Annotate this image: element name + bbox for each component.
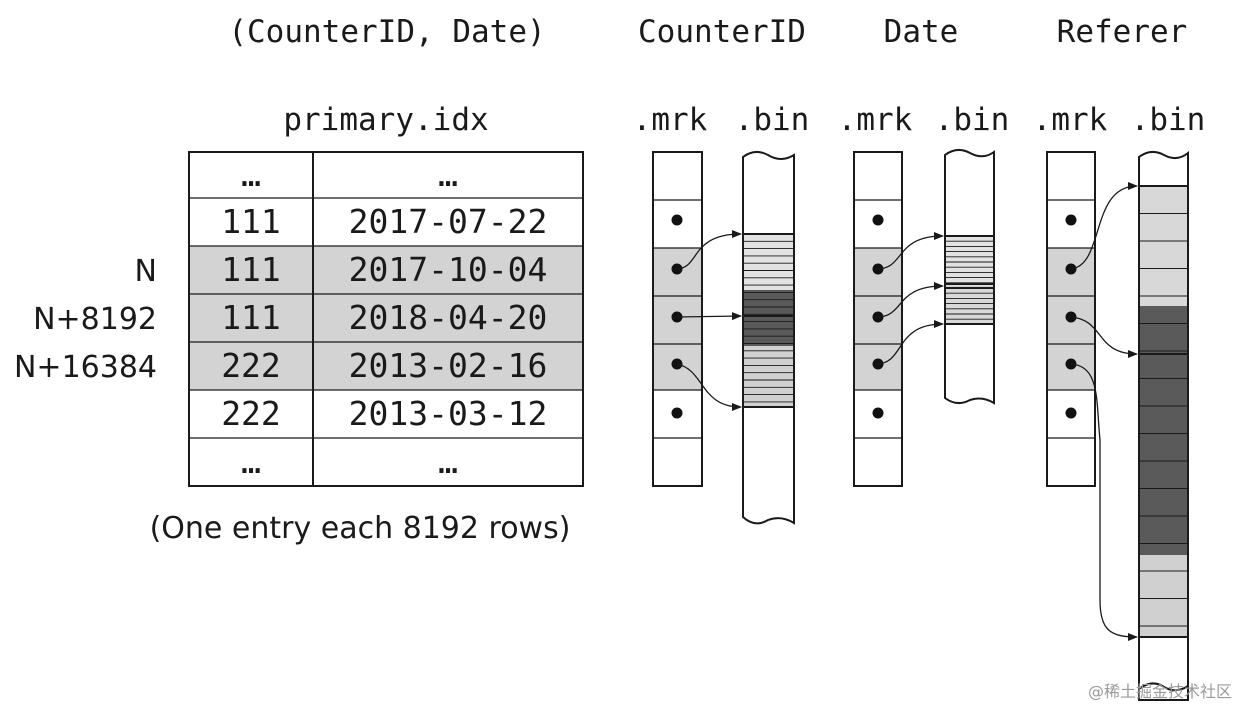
footnote: (One entry each 8192 rows) <box>150 511 571 546</box>
arrow-referer-n8192 <box>1070 316 1138 358</box>
table-row: …… <box>241 442 458 481</box>
arrow-counterid-n16384 <box>676 363 742 411</box>
mark-dot <box>671 407 683 419</box>
mark-arrows <box>676 182 1138 641</box>
table-cell-counterid: 111 <box>221 202 281 241</box>
referer-bin-file <box>1138 150 1189 701</box>
mark-dot <box>872 407 884 419</box>
table-cell-counterid: 111 <box>221 250 281 289</box>
arrow-referer-n16384 <box>1070 363 1138 641</box>
mark-dot <box>872 214 884 226</box>
table-cell-date: 2018-04-20 <box>349 298 548 337</box>
row-label: N+8192 <box>33 302 157 337</box>
row-label: N+16384 <box>14 350 157 385</box>
counterid-bin-file <box>742 151 795 525</box>
table-row: 111 2017-07-22 <box>221 202 547 241</box>
arrow-counterid-n8192 <box>676 312 742 321</box>
arrow-date-n16384 <box>877 320 944 365</box>
table-cell-date: … <box>438 442 458 481</box>
table-row: 111 2017-10-04 <box>189 246 583 294</box>
table-row: …… <box>241 155 458 194</box>
table-cell-counterid: … <box>241 442 261 481</box>
referer-mrk-file <box>1046 151 1096 487</box>
arrow-date-n8192 <box>877 282 944 318</box>
table-cell-counterid: 222 <box>221 346 281 385</box>
header-counterid-bin: .bin <box>735 102 810 138</box>
row-label: N <box>135 254 157 289</box>
header-date-mrk: .mrk <box>838 102 913 138</box>
header-key-columns: (CounterID, Date) <box>228 14 545 50</box>
mark-dot <box>1065 407 1077 419</box>
header-date-bin: .bin <box>935 102 1010 138</box>
header-referer-mrk: .mrk <box>1033 102 1108 138</box>
table-cell-date: 2017-07-22 <box>349 202 548 241</box>
arrow-counterid-n <box>676 230 742 270</box>
header-date: Date <box>884 14 959 50</box>
header-referer-bin: .bin <box>1131 102 1206 138</box>
counterid-mrk-file <box>652 151 703 487</box>
table-cell-counterid: 222 <box>221 394 281 433</box>
table-cell-date: 2013-02-16 <box>349 346 548 385</box>
table-cell-date: 2017-10-04 <box>349 250 548 289</box>
watermark: @稀土掘金技术社区 <box>1088 682 1232 701</box>
header-primary-idx: primary.idx <box>283 102 488 138</box>
date-mrk-file <box>853 151 903 487</box>
table-row: 222 2013-03-12 <box>221 394 547 433</box>
arrow-referer-n <box>1070 182 1138 270</box>
table-cell-date: 2013-03-12 <box>349 394 548 433</box>
arrow-date-n <box>877 232 944 270</box>
mark-dot <box>1065 214 1077 226</box>
table-row: 222 2013-02-16 <box>189 342 583 390</box>
header-counterid: CounterID <box>638 14 806 50</box>
table-cell-counterid: … <box>241 155 261 194</box>
header-referer: Referer <box>1057 14 1188 50</box>
header-counterid-mrk: .mrk <box>633 102 708 138</box>
table-cell-date: … <box>438 155 458 194</box>
date-bin-file <box>944 149 995 405</box>
table-row: 111 2018-04-20 <box>189 294 583 342</box>
table-cell-counterid: 111 <box>221 298 281 337</box>
mark-dot <box>671 214 683 226</box>
